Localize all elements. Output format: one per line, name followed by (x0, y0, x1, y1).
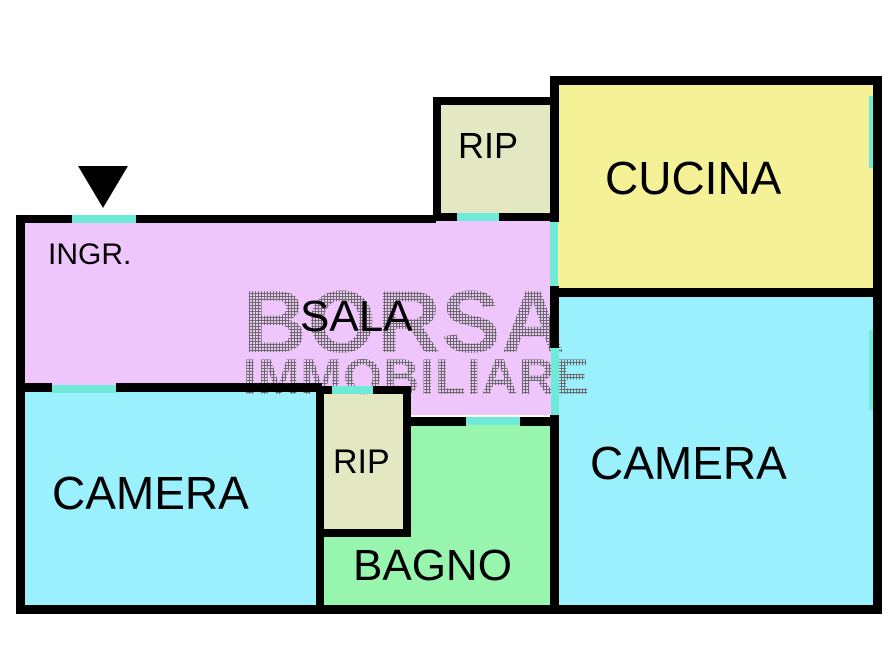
room-cucina (553, 79, 874, 293)
door-opening-camera-destra (551, 345, 559, 419)
room-label-sala: SALA (300, 292, 413, 341)
wall-cucina-camera-divider (550, 288, 882, 297)
door-opening-rip-bottom (329, 386, 375, 394)
wall-exterior-bottom (16, 605, 882, 614)
room-label-rip-bottom: RIP (333, 443, 390, 481)
wall-rip-bottom-top-left (316, 386, 332, 394)
room-label-cucina: CUCINA (605, 152, 782, 204)
room-label-camera-sinistra: CAMERA (52, 467, 249, 519)
wall-rip-top-bottom-left (433, 213, 457, 221)
window-opening-cucina-right (869, 96, 876, 168)
room-label-ingresso: INGR. (48, 238, 132, 271)
wall-cucina-left-upper (550, 76, 559, 222)
window-opening-camera-destra-right (869, 330, 876, 410)
wall-sala-bottom-left-b (116, 383, 322, 392)
wall-ingresso-top-right (136, 215, 436, 223)
door-opening-bagno (465, 417, 521, 425)
wall-rip-bottom-top-right (373, 386, 411, 394)
room-camera-sinistra (16, 389, 322, 611)
wall-camera-sinistra-right (316, 386, 324, 614)
wall-rip-bottom-bottom (316, 529, 411, 537)
wall-ingresso-top-left (16, 215, 72, 223)
wall-rip-top-left (433, 97, 441, 221)
wall-exterior-top-cucina (550, 76, 882, 85)
wall-rip-top-top (433, 97, 559, 105)
room-label-bagno: BAGNO (353, 541, 512, 590)
wall-exterior-left (16, 216, 25, 614)
wall-bagno-right (550, 417, 559, 614)
door-opening-cucina (550, 222, 558, 294)
wall-rip-top-bottom-right (499, 213, 559, 221)
wall-rip-bottom-right (403, 386, 411, 536)
door-opening-entrance (70, 215, 138, 223)
room-rip-bottom (319, 390, 409, 535)
wall-exterior-right (873, 76, 882, 614)
wall-sala-right-upper (550, 296, 559, 348)
room-label-rip-top: RIP (458, 125, 519, 166)
entrance-arrow-icon (78, 166, 128, 208)
room-label-camera-destra: CAMERA (590, 437, 787, 489)
wall-sala-bottom-left-a (16, 383, 52, 392)
room-rip-top (436, 100, 555, 219)
door-opening-rip-top (455, 213, 501, 221)
wall-bagno-top-right (520, 417, 559, 426)
room-camera-destra (556, 293, 874, 611)
door-opening-camera-sinistra (50, 385, 118, 393)
wall-bagno-top-left (408, 417, 466, 426)
